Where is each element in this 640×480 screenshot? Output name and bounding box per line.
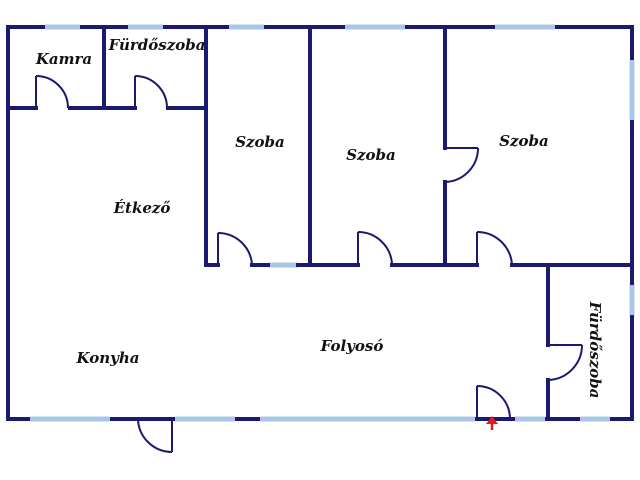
entrance-arrow-icon xyxy=(486,416,498,430)
door-konyha-outside xyxy=(137,418,173,453)
door-szoba-2-3 xyxy=(444,147,479,183)
door-szoba-3 xyxy=(476,230,513,266)
windows xyxy=(30,24,635,422)
door-szoba-2 xyxy=(357,231,393,266)
room-label-kamra: Kamra xyxy=(35,50,92,68)
room-label-folyoso: Folyosó xyxy=(320,337,384,355)
room-labels: Kamra Fürdőszoba Szoba Szoba Szoba Étkez… xyxy=(35,36,604,398)
room-label-szoba-2: Szoba xyxy=(346,146,396,164)
room-label-szoba-3: Szoba xyxy=(499,132,549,150)
door-furdoszoba-top xyxy=(134,75,168,109)
door-furdoszoba-right xyxy=(547,344,583,381)
door-szoba-1 xyxy=(217,231,253,266)
door-entrance xyxy=(476,385,511,420)
doors xyxy=(35,75,583,453)
interior-walls xyxy=(6,25,634,421)
room-label-szoba-1: Szoba xyxy=(235,133,285,151)
room-label-furdoszoba-right: Fürdőszoba xyxy=(586,301,604,399)
room-label-furdoszoba-top: Fürdőszoba xyxy=(108,36,206,54)
room-label-konyha: Konyha xyxy=(76,349,140,367)
room-label-etkezo: Étkező xyxy=(113,199,171,217)
door-kamra xyxy=(35,75,69,109)
